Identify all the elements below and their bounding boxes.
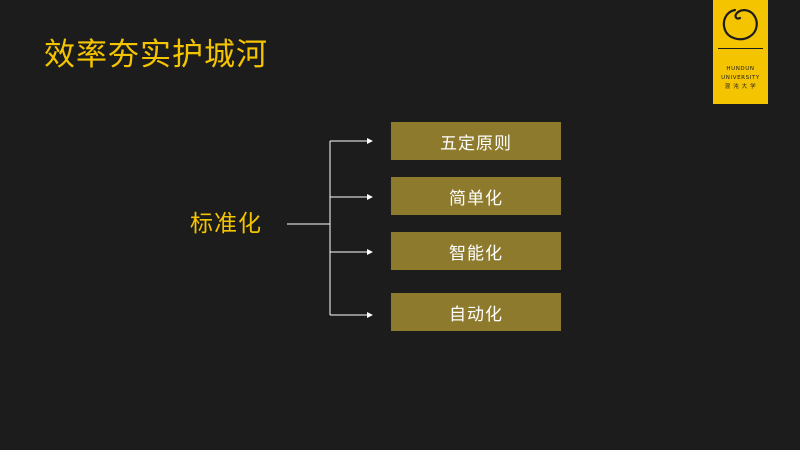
diagram-node-label: 自动化 [449, 304, 503, 325]
diagram-node-2: 简单化 [391, 177, 561, 215]
hundun-university-logo: HUNDUN UNIVERSITY 混 沌 大 学 [713, 0, 768, 104]
diagram-node-1: 五定原则 [391, 122, 561, 160]
diagram-node-4: 自动化 [391, 293, 561, 331]
logo-divider [718, 48, 763, 49]
diagram-node-label: 五定原则 [440, 133, 512, 154]
logo-text-chinese: 混 沌 大 学 [724, 84, 757, 90]
diagram-node-3: 智能化 [391, 232, 561, 270]
logo-circle-icon [722, 8, 758, 41]
slide-title: 效率夯实护城河 [44, 37, 268, 73]
diagram-node-label: 简单化 [449, 188, 503, 209]
diagram-root-label: 标准化 [190, 211, 262, 237]
diagram-node-label: 智能化 [449, 243, 503, 264]
logo-text-university: UNIVERSITY [721, 75, 760, 81]
logo-text-hundun: HUNDUN [726, 66, 755, 72]
